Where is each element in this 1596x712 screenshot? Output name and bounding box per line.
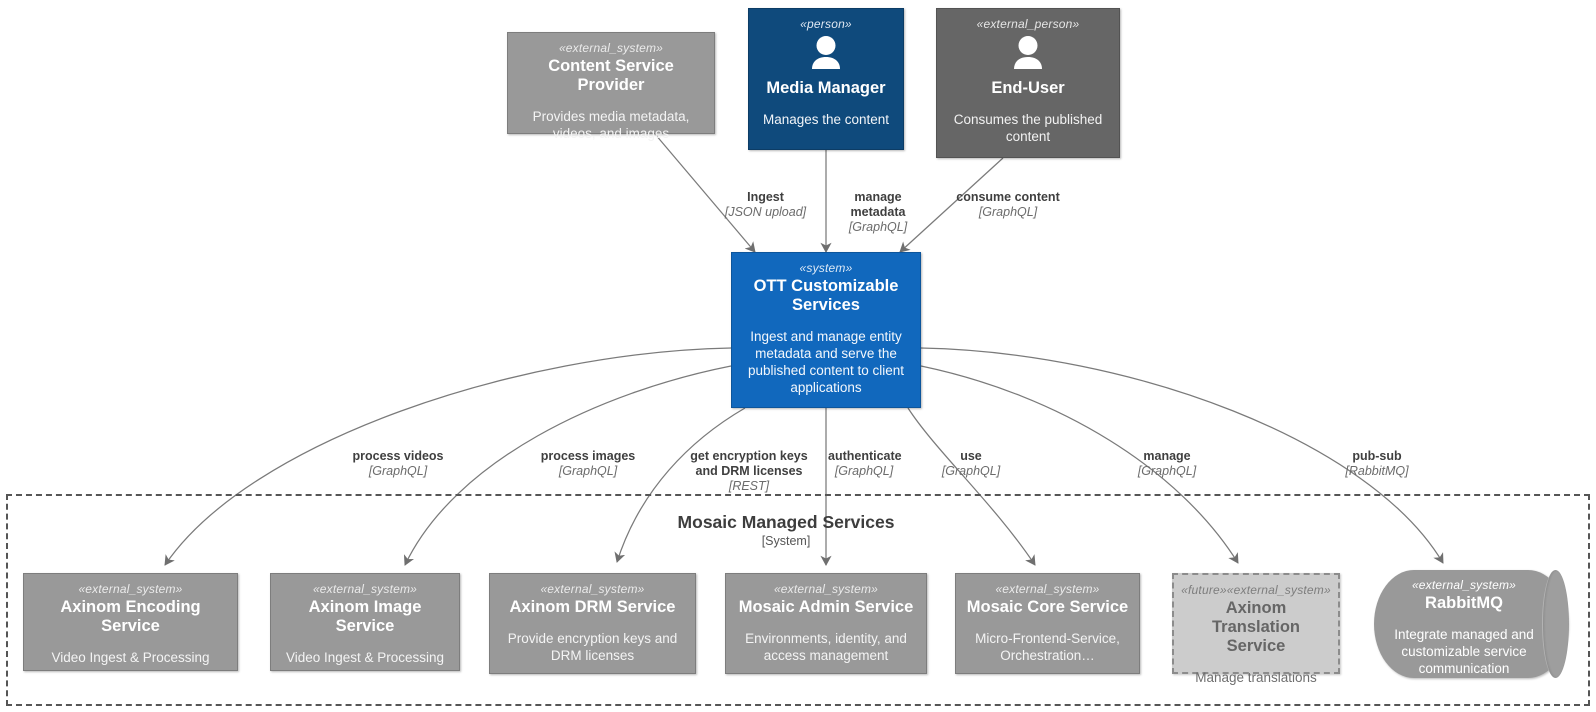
node-title: Axinom Image Service: [308, 598, 422, 635]
edge-label-text: manage metadata: [850, 190, 906, 219]
node-stereotype: «external_system»: [78, 582, 183, 596]
edge-label-consume-content: consume content [GraphQL]: [948, 190, 1068, 220]
node-title: Axinom DRM Service: [509, 598, 676, 616]
boundary-type: [System]: [761, 534, 811, 548]
edge-label-text: get encryption keys and DRM licenses: [690, 449, 808, 478]
node-description: Video Ingest & Processing: [51, 650, 210, 665]
node-stereotype: «external_system»: [558, 41, 664, 55]
queue-end-cap: [1542, 570, 1569, 678]
edge-label-text: process videos: [352, 449, 444, 463]
edge-label-tech: [GraphQL]: [978, 205, 1038, 219]
node-stereotype: «future»«external_system»: [1181, 583, 1331, 597]
edge-label-process-images: process images [GraphQL]: [530, 449, 646, 479]
node-title: Mosaic Core Service: [966, 598, 1129, 616]
node-axinom-drm-service[interactable]: «external_system» Axinom DRM Service Pro…: [489, 573, 696, 674]
edge-label-text: authenticate: [828, 449, 902, 463]
node-title: Axinom Translation Service: [1211, 599, 1301, 655]
edge-label-tech: [GraphQL]: [558, 464, 618, 478]
edge-ingest: [654, 133, 756, 253]
node-description: Micro-Frontend-Service, Orchestration…: [975, 631, 1120, 663]
node-title: Axinom Encoding Service: [60, 598, 201, 635]
edge-label-get-drm-keys: get encryption keys and DRM licenses [RE…: [678, 449, 820, 494]
edge-label-tech: [REST]: [728, 479, 770, 493]
edge-label-ingest: Ingest [JSON upload]: [708, 190, 823, 220]
edge-label-tech: [GraphQL]: [834, 464, 894, 478]
node-stereotype: «external_system»: [312, 582, 418, 596]
boundary-label: Mosaic Managed Services [System]: [598, 512, 974, 549]
queue-shape: [1374, 570, 1568, 678]
node-description: Ingest and manage entity metadata and se…: [747, 329, 905, 395]
node-mosaic-admin-service[interactable]: «external_system» Mosaic Admin Service E…: [725, 573, 927, 674]
edge-label-manage-metadata: manage metadata [GraphQL]: [828, 190, 928, 235]
node-stereotype: «person»: [800, 17, 852, 31]
edge-label-text: use: [960, 449, 982, 463]
node-axinom-image-service[interactable]: «external_system» Axinom Image Service V…: [270, 573, 460, 671]
edge-label-manage: manage [GraphQL]: [1126, 449, 1208, 479]
node-end-user[interactable]: «external_person» End-User Consumes the …: [936, 8, 1120, 158]
node-description: Integrate managed and customizable servi…: [1394, 627, 1534, 676]
node-description: Consumes the published content: [953, 112, 1103, 144]
node-media-manager[interactable]: «person» Media Manager Manages the conte…: [748, 8, 904, 150]
node-title: OTT Customizable Services: [753, 277, 899, 314]
edge-label-pub-sub: pub-sub [RabbitMQ]: [1334, 449, 1420, 479]
node-title: RabbitMQ: [1425, 594, 1503, 612]
edge-label-use: use [GraphQL]: [930, 449, 1012, 479]
node-stereotype: «external_system»: [540, 582, 645, 596]
node-stereotype: «external_person»: [976, 17, 1080, 31]
boundary-title: Mosaic Managed Services: [677, 512, 895, 532]
node-title: Media Manager: [766, 79, 886, 97]
edge-label-tech: [RabbitMQ]: [1345, 464, 1409, 478]
edge-label-text: pub-sub: [1352, 449, 1402, 463]
node-stereotype: «system»: [799, 261, 853, 275]
person-icon: [1009, 35, 1047, 76]
person-icon: [807, 35, 845, 76]
edge-label-authenticate: authenticate [GraphQL]: [828, 449, 902, 479]
edge-label-text: manage: [1143, 449, 1191, 463]
edge-label-tech: [JSON upload]: [724, 205, 807, 219]
boundary-mosaic-managed-services: [6, 494, 1590, 706]
edge-label-tech: [GraphQL]: [848, 220, 908, 234]
node-description: Manages the content: [762, 112, 890, 127]
edge-consume-content: [899, 157, 1004, 253]
node-axinom-encoding-service[interactable]: «external_system» Axinom Encoding Servic…: [23, 573, 238, 671]
edge-label-text: Ingest: [747, 190, 784, 204]
node-stereotype: «external_system»: [1411, 578, 1517, 592]
node-title: Content Service Provider: [548, 57, 674, 94]
node-description: Provide encryption keys and DRM licenses: [507, 631, 678, 663]
node-stereotype: «external_system»: [995, 582, 1100, 596]
edge-label-tech: [GraphQL]: [1137, 464, 1197, 478]
edge-label-text: process images: [540, 449, 636, 463]
node-axinom-translation-service[interactable]: «future»«external_system» Axinom Transla…: [1172, 573, 1340, 685]
node-rabbitmq[interactable]: «external_system» RabbitMQ Integrate man…: [1374, 570, 1569, 678]
edge-label-tech: [GraphQL]: [368, 464, 428, 478]
node-description: Manage translations: [1195, 670, 1317, 685]
node-description: Environments, identity, and access manag…: [745, 631, 907, 663]
node-ott-customizable-services[interactable]: «system» OTT Customizable Services Inges…: [731, 252, 921, 408]
node-title: End-User: [991, 79, 1065, 97]
node-stereotype: «external_system»: [773, 582, 879, 596]
edge-label-tech: [GraphQL]: [941, 464, 1001, 478]
node-description: Provides media metadata, videos, and ima…: [532, 109, 690, 141]
node-content-service-provider[interactable]: «external_system» Content Service Provid…: [507, 32, 715, 141]
node-description: Video Ingest & Processing: [285, 650, 445, 665]
node-mosaic-core-service[interactable]: «external_system» Mosaic Core Service Mi…: [955, 573, 1140, 674]
edge-label-process-videos: process videos [GraphQL]: [340, 449, 456, 479]
node-title: Mosaic Admin Service: [738, 598, 914, 616]
edge-label-text: consume content: [956, 190, 1060, 204]
